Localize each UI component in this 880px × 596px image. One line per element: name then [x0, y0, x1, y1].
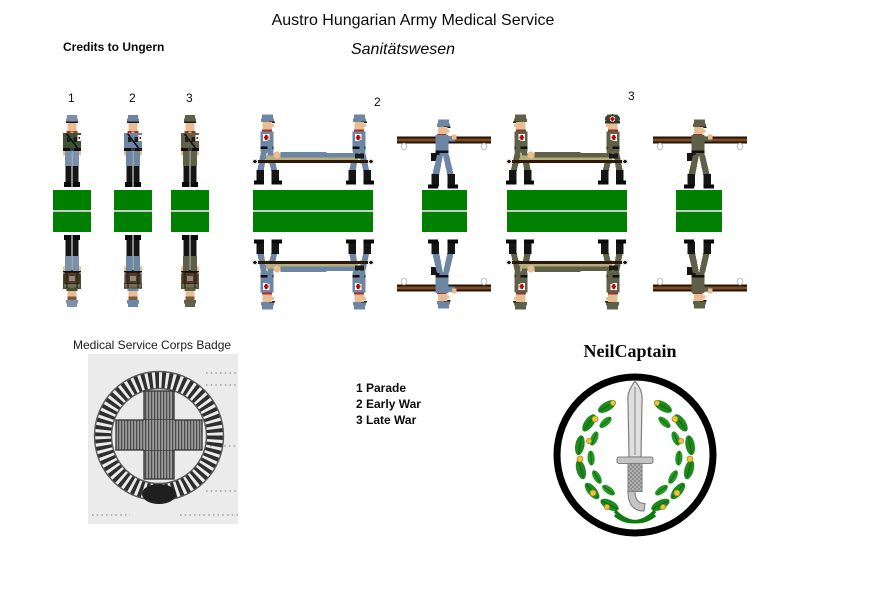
stretcher-team-figure [250, 114, 376, 192]
figure-base [114, 190, 152, 232]
acorns-icon [576, 400, 694, 510]
soldier-back-figure [115, 232, 151, 308]
stretcher-team-late-unit [504, 114, 630, 314]
soldier-back-figure [54, 232, 90, 308]
late-war-soldier-unit [171, 114, 209, 310]
stretcher-team-figure [505, 114, 629, 185]
figure-base [253, 190, 373, 232]
stretcher-carrier-figure [650, 118, 750, 196]
figure-base [676, 190, 722, 232]
figure-base [53, 190, 91, 232]
figure-number-1: 1 [68, 91, 75, 105]
stretcher-carrier-late-unit [650, 118, 750, 314]
figure-number-2: 2 [129, 91, 136, 105]
figure-number-3: 3 [186, 91, 193, 105]
soldier-front-figure [115, 114, 151, 190]
credits-note: Credits to Ungern [63, 40, 165, 54]
team-late-number: 3 [628, 89, 635, 103]
legend-parade: 1 Parade [356, 381, 407, 395]
legend: 1 Parade 2 Early War 3 Late War [356, 380, 421, 428]
legend-early-war: 2 Early War [356, 397, 421, 411]
team-early-number: 2 [374, 95, 381, 109]
signature-name: NeilCaptain [583, 341, 677, 361]
figure-base [171, 190, 209, 232]
figure-base [422, 190, 467, 232]
wreath-icon [573, 397, 697, 524]
red-cross-helmet-icon [604, 114, 621, 124]
stretcher-team-reflection [505, 239, 629, 310]
soldier-back-figure [172, 232, 208, 308]
page-subtitle: Sanitätswesen [350, 41, 456, 58]
stretcher-carrier-reflection [394, 232, 494, 310]
soldier-front-figure [172, 114, 208, 190]
stretcher-team-early-unit [250, 114, 376, 314]
early-war-soldier-unit [114, 114, 152, 310]
page-title: Austro Hungarian Army Medical Service [271, 12, 555, 29]
soldier-front-figure [54, 114, 90, 190]
dagger-icon [616, 380, 654, 512]
legend-late-war: 3 Late War [356, 413, 417, 427]
stretcher-carrier-figure [394, 118, 494, 196]
stretcher-carrier-early-unit [394, 118, 494, 314]
parade-soldier-unit [53, 114, 91, 310]
stretcher-carrier-reflection [650, 232, 750, 310]
stretcher-team-reflection [250, 232, 376, 310]
badge-label: Medical Service Corps Badge [73, 338, 232, 352]
figure-base [507, 190, 627, 232]
medical-corps-badge-image [88, 354, 238, 524]
neilcaptain-emblem-image [553, 373, 717, 537]
